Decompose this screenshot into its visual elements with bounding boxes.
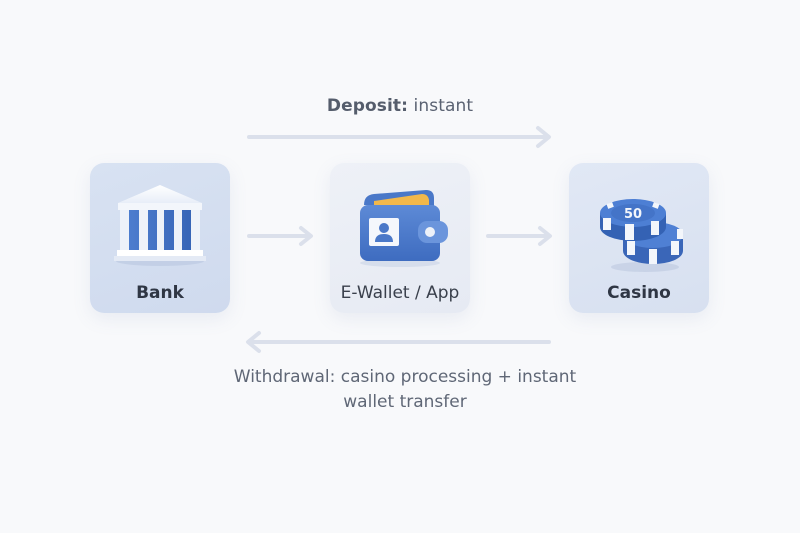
withdrawal-label-line2: wallet transfer [343,392,467,412]
deposit-label-rest: instant [408,96,474,116]
deposit-label-bold: Deposit: [326,96,409,116]
bank-card: Bank [90,163,230,313]
bank-label: Bank [136,283,184,303]
ewallet-card: E-Wallet / App [330,163,470,313]
withdrawal-arrow [246,331,551,353]
bank-building-icon [114,185,206,266]
wallet-to-casino-arrow [486,226,552,246]
deposit-arrow [247,126,551,148]
withdrawal-label: Withdrawal: casino processing + instant … [200,365,610,415]
wallet-icon [360,190,448,267]
chip-value: 50 [624,207,642,222]
withdrawal-label-line1: Withdrawal: casino processing + instant [233,367,577,387]
casino-card: 50 Casino [569,163,709,313]
ewallet-label: E-Wallet / App [340,283,460,303]
deposit-label: Deposit: instant [0,96,800,116]
casino-label: Casino [607,283,671,303]
bank-to-wallet-arrow [247,226,313,246]
casino-chips-icon: 50 [600,199,683,272]
